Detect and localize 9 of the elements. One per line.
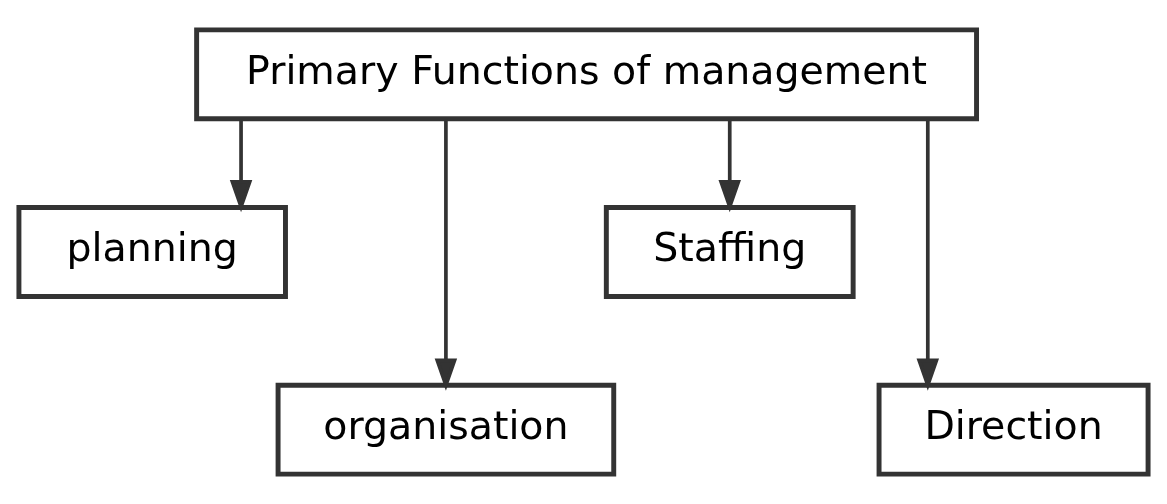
arrow: [434, 119, 458, 391]
node-box: Primary Functions of management: [194, 27, 979, 122]
arrow: [916, 119, 940, 391]
arrow: [718, 119, 741, 213]
node-box: Staffing: [603, 205, 856, 299]
arrow: [229, 119, 253, 213]
node-box: planning: [16, 205, 288, 299]
node-box: Direction: [876, 382, 1151, 477]
node-box: organisation: [275, 382, 617, 477]
